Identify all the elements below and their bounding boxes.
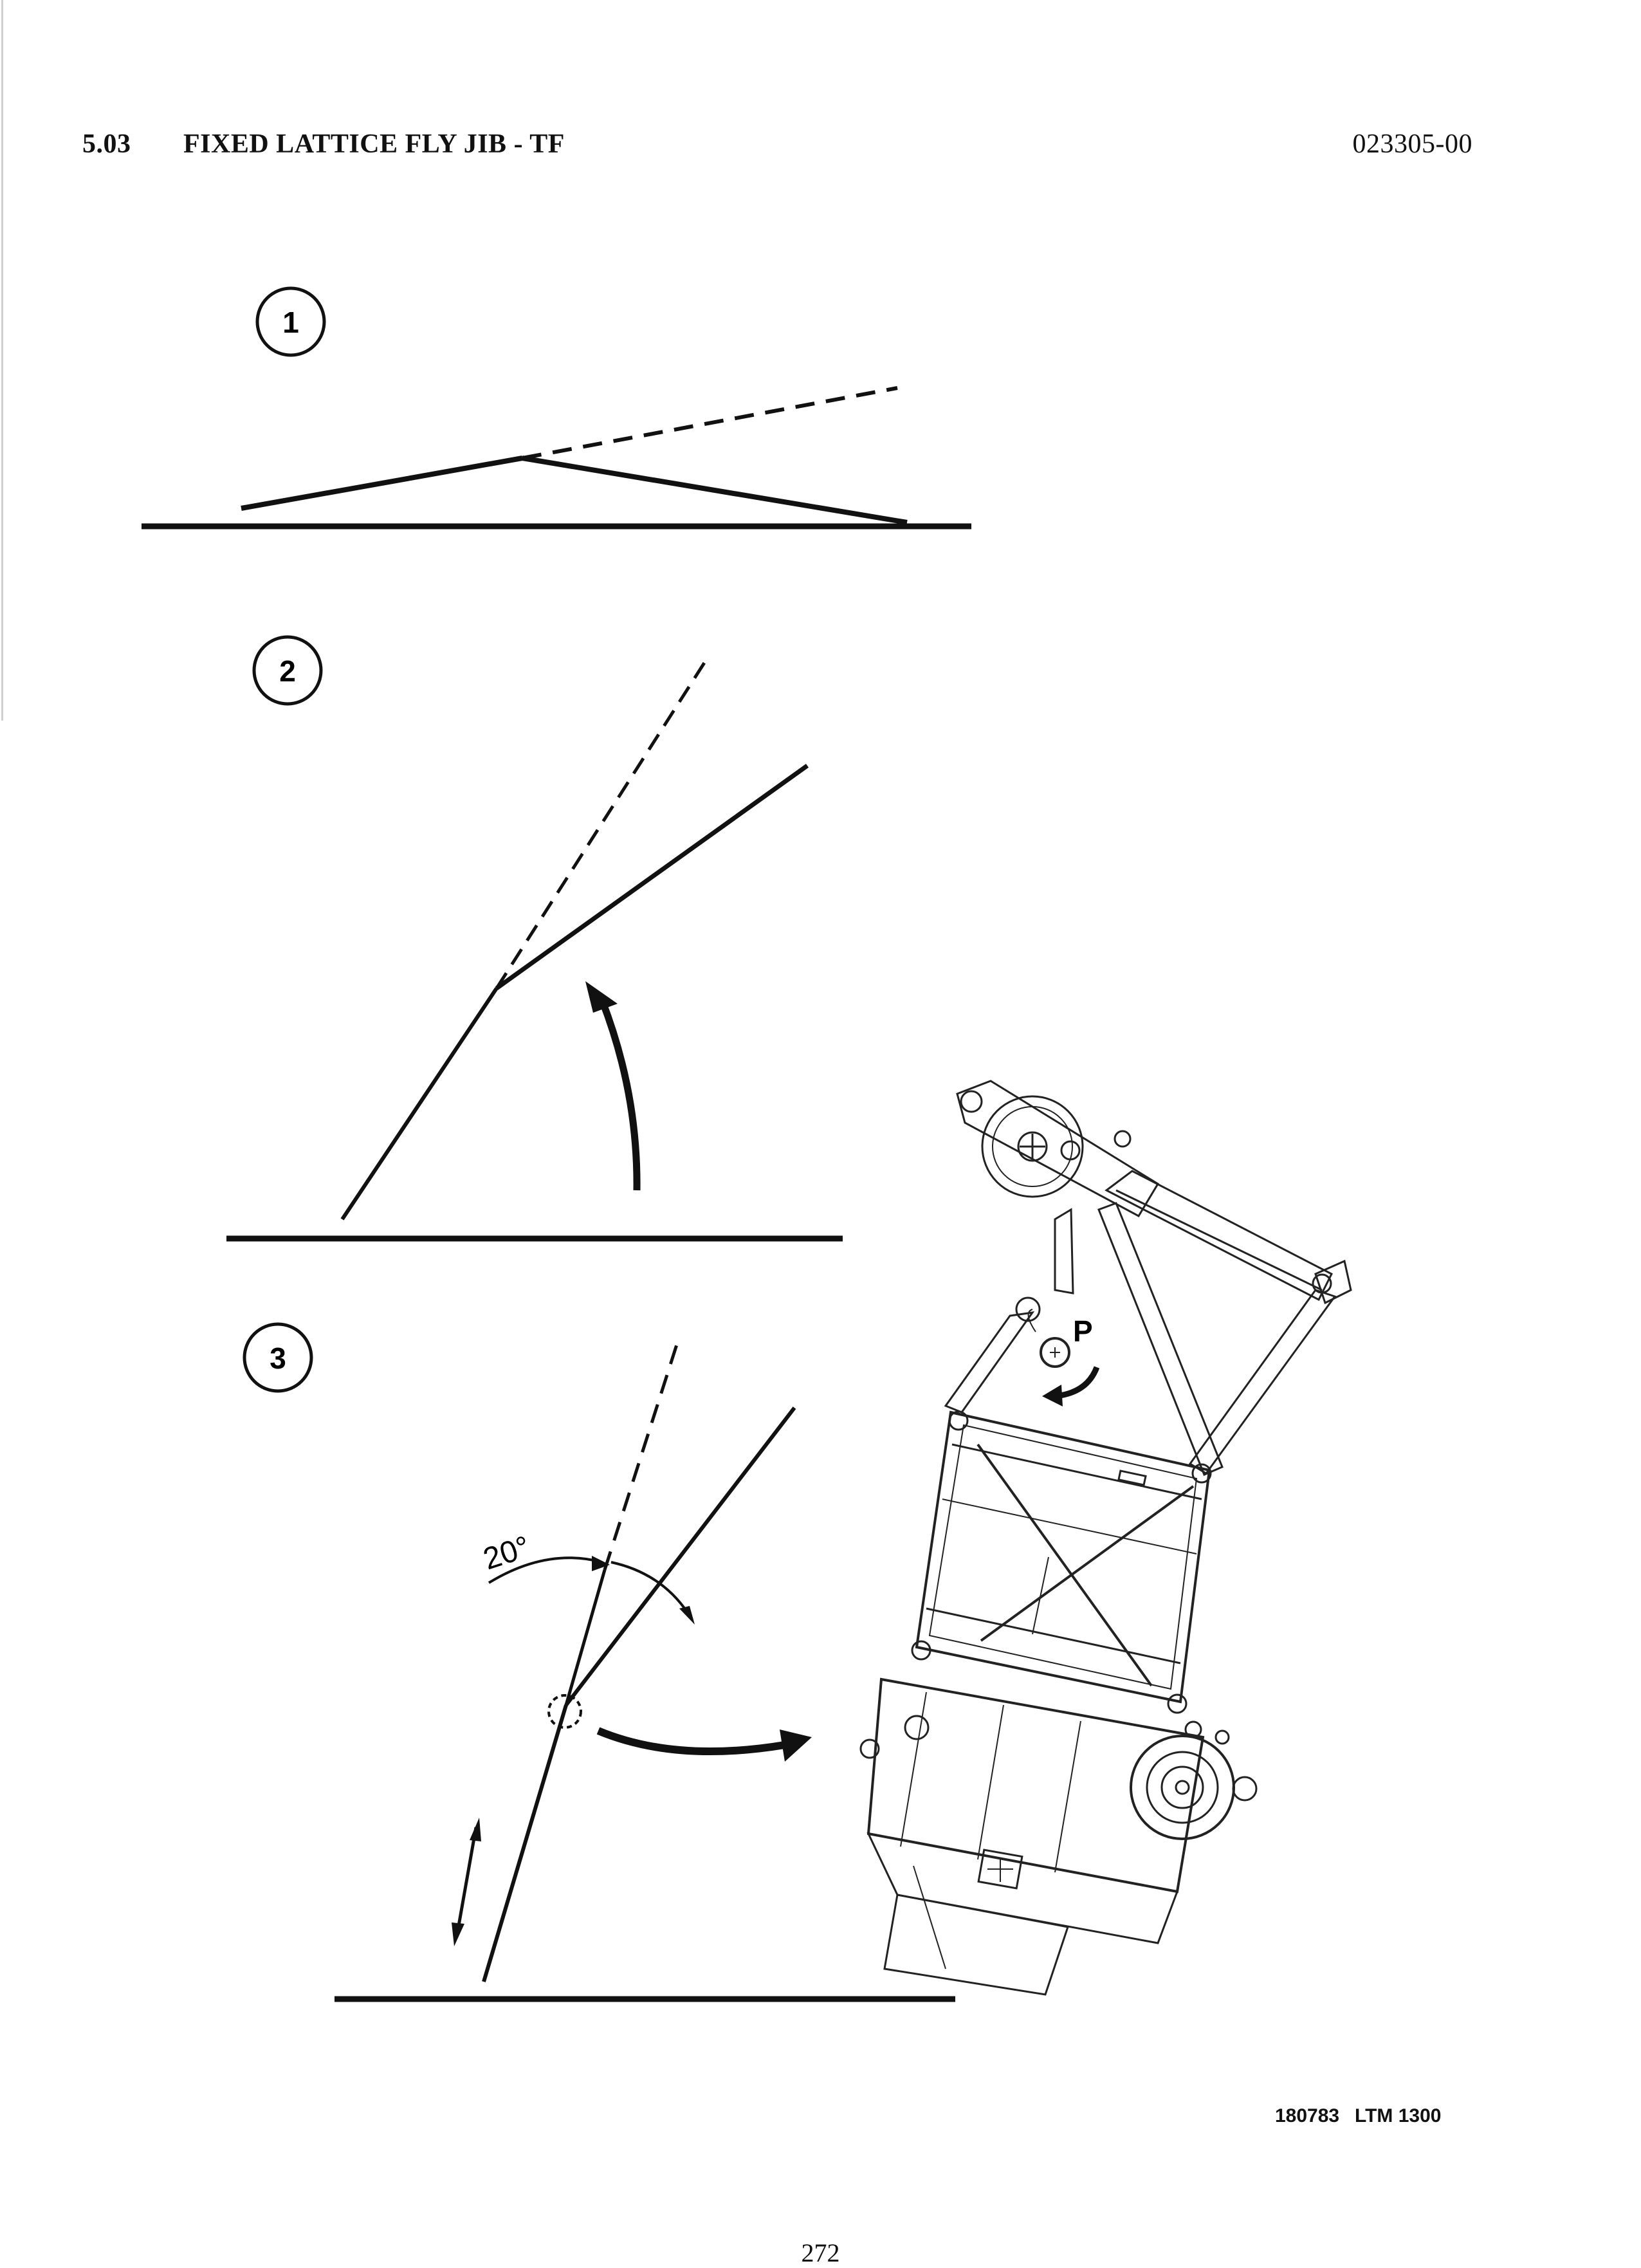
step-3-diagram: 3 20°	[243, 1322, 955, 2002]
detail-main-frame	[915, 1410, 1211, 1704]
step-3-main-boom	[482, 1704, 568, 1982]
step-3-angle-arc	[488, 1556, 603, 1584]
step-3-badge	[243, 1322, 313, 1393]
detail-pulley	[981, 1095, 1084, 1198]
step-1-main-boom	[241, 456, 523, 511]
section-number: 5.03	[82, 129, 131, 159]
fly-jib-detail-drawing	[859, 1080, 1352, 1996]
step-3-boom-extension-dashed	[603, 1344, 679, 1571]
step-1-fly-jib-folded	[522, 456, 908, 525]
detail-diagonal-bar	[1097, 1202, 1224, 1476]
step-1-boom-extension-dashed	[522, 386, 898, 460]
detail-right-strut	[1188, 1289, 1337, 1475]
step-3-boom-top	[564, 1569, 607, 1706]
detail-upper-strut	[1105, 1170, 1334, 1302]
detail-hook-pin	[960, 1090, 983, 1113]
step-1-diagram: 1	[142, 286, 971, 530]
step-3-angle-arrowhead-left	[592, 1556, 610, 1571]
step-2-main-boom	[340, 987, 499, 1221]
figure-code: 180783	[1275, 2105, 1340, 2126]
step-2-raise-arrowhead	[585, 981, 618, 1013]
detail-link	[1054, 1208, 1074, 1295]
step-3-label: 3	[270, 1341, 286, 1375]
step-1-label: 1	[282, 306, 299, 339]
detail-pin-label: P	[1073, 1314, 1093, 1348]
step-2-fly-jib	[495, 764, 809, 990]
detail-pin-p	[1040, 1337, 1070, 1368]
page-edge-line	[1, 0, 3, 721]
step-3-angle-arrowhead-right	[679, 1606, 695, 1625]
model-label: LTM 1300	[1355, 2105, 1442, 2126]
section-title: FIXED LATTICE FLY JIB - TF	[183, 129, 565, 159]
step-3-detail-arrowhead	[780, 1729, 812, 1762]
step-3-angle-label: 20°	[479, 1530, 534, 1577]
document-number: 023305-00	[1352, 129, 1472, 159]
step-3-angle-arc-right	[610, 1561, 690, 1615]
step-2-raise-arrow	[598, 999, 641, 1191]
detail-foot	[883, 1894, 1069, 1996]
step-3-adjust-arrow	[455, 1827, 478, 1937]
page-number: 272	[801, 2238, 840, 2267]
step-2-label: 2	[279, 654, 296, 688]
step-3-adjust-arrowhead-down	[452, 1922, 464, 1946]
detail-base-section	[866, 1677, 1205, 1894]
step-2-diagram: 2	[226, 635, 843, 1242]
step-3-fly-jib	[564, 1406, 796, 1706]
step-3-pivot-point	[547, 1694, 582, 1729]
step-3-detail-arrow	[596, 1727, 785, 1755]
step-2-badge	[252, 635, 323, 706]
step-3-adjust-arrowhead-up	[470, 1818, 481, 1841]
detail-rotate-arrowhead	[1042, 1385, 1063, 1406]
step-2-boom-extension-dashed	[495, 661, 706, 990]
step-1-badge	[255, 286, 326, 357]
